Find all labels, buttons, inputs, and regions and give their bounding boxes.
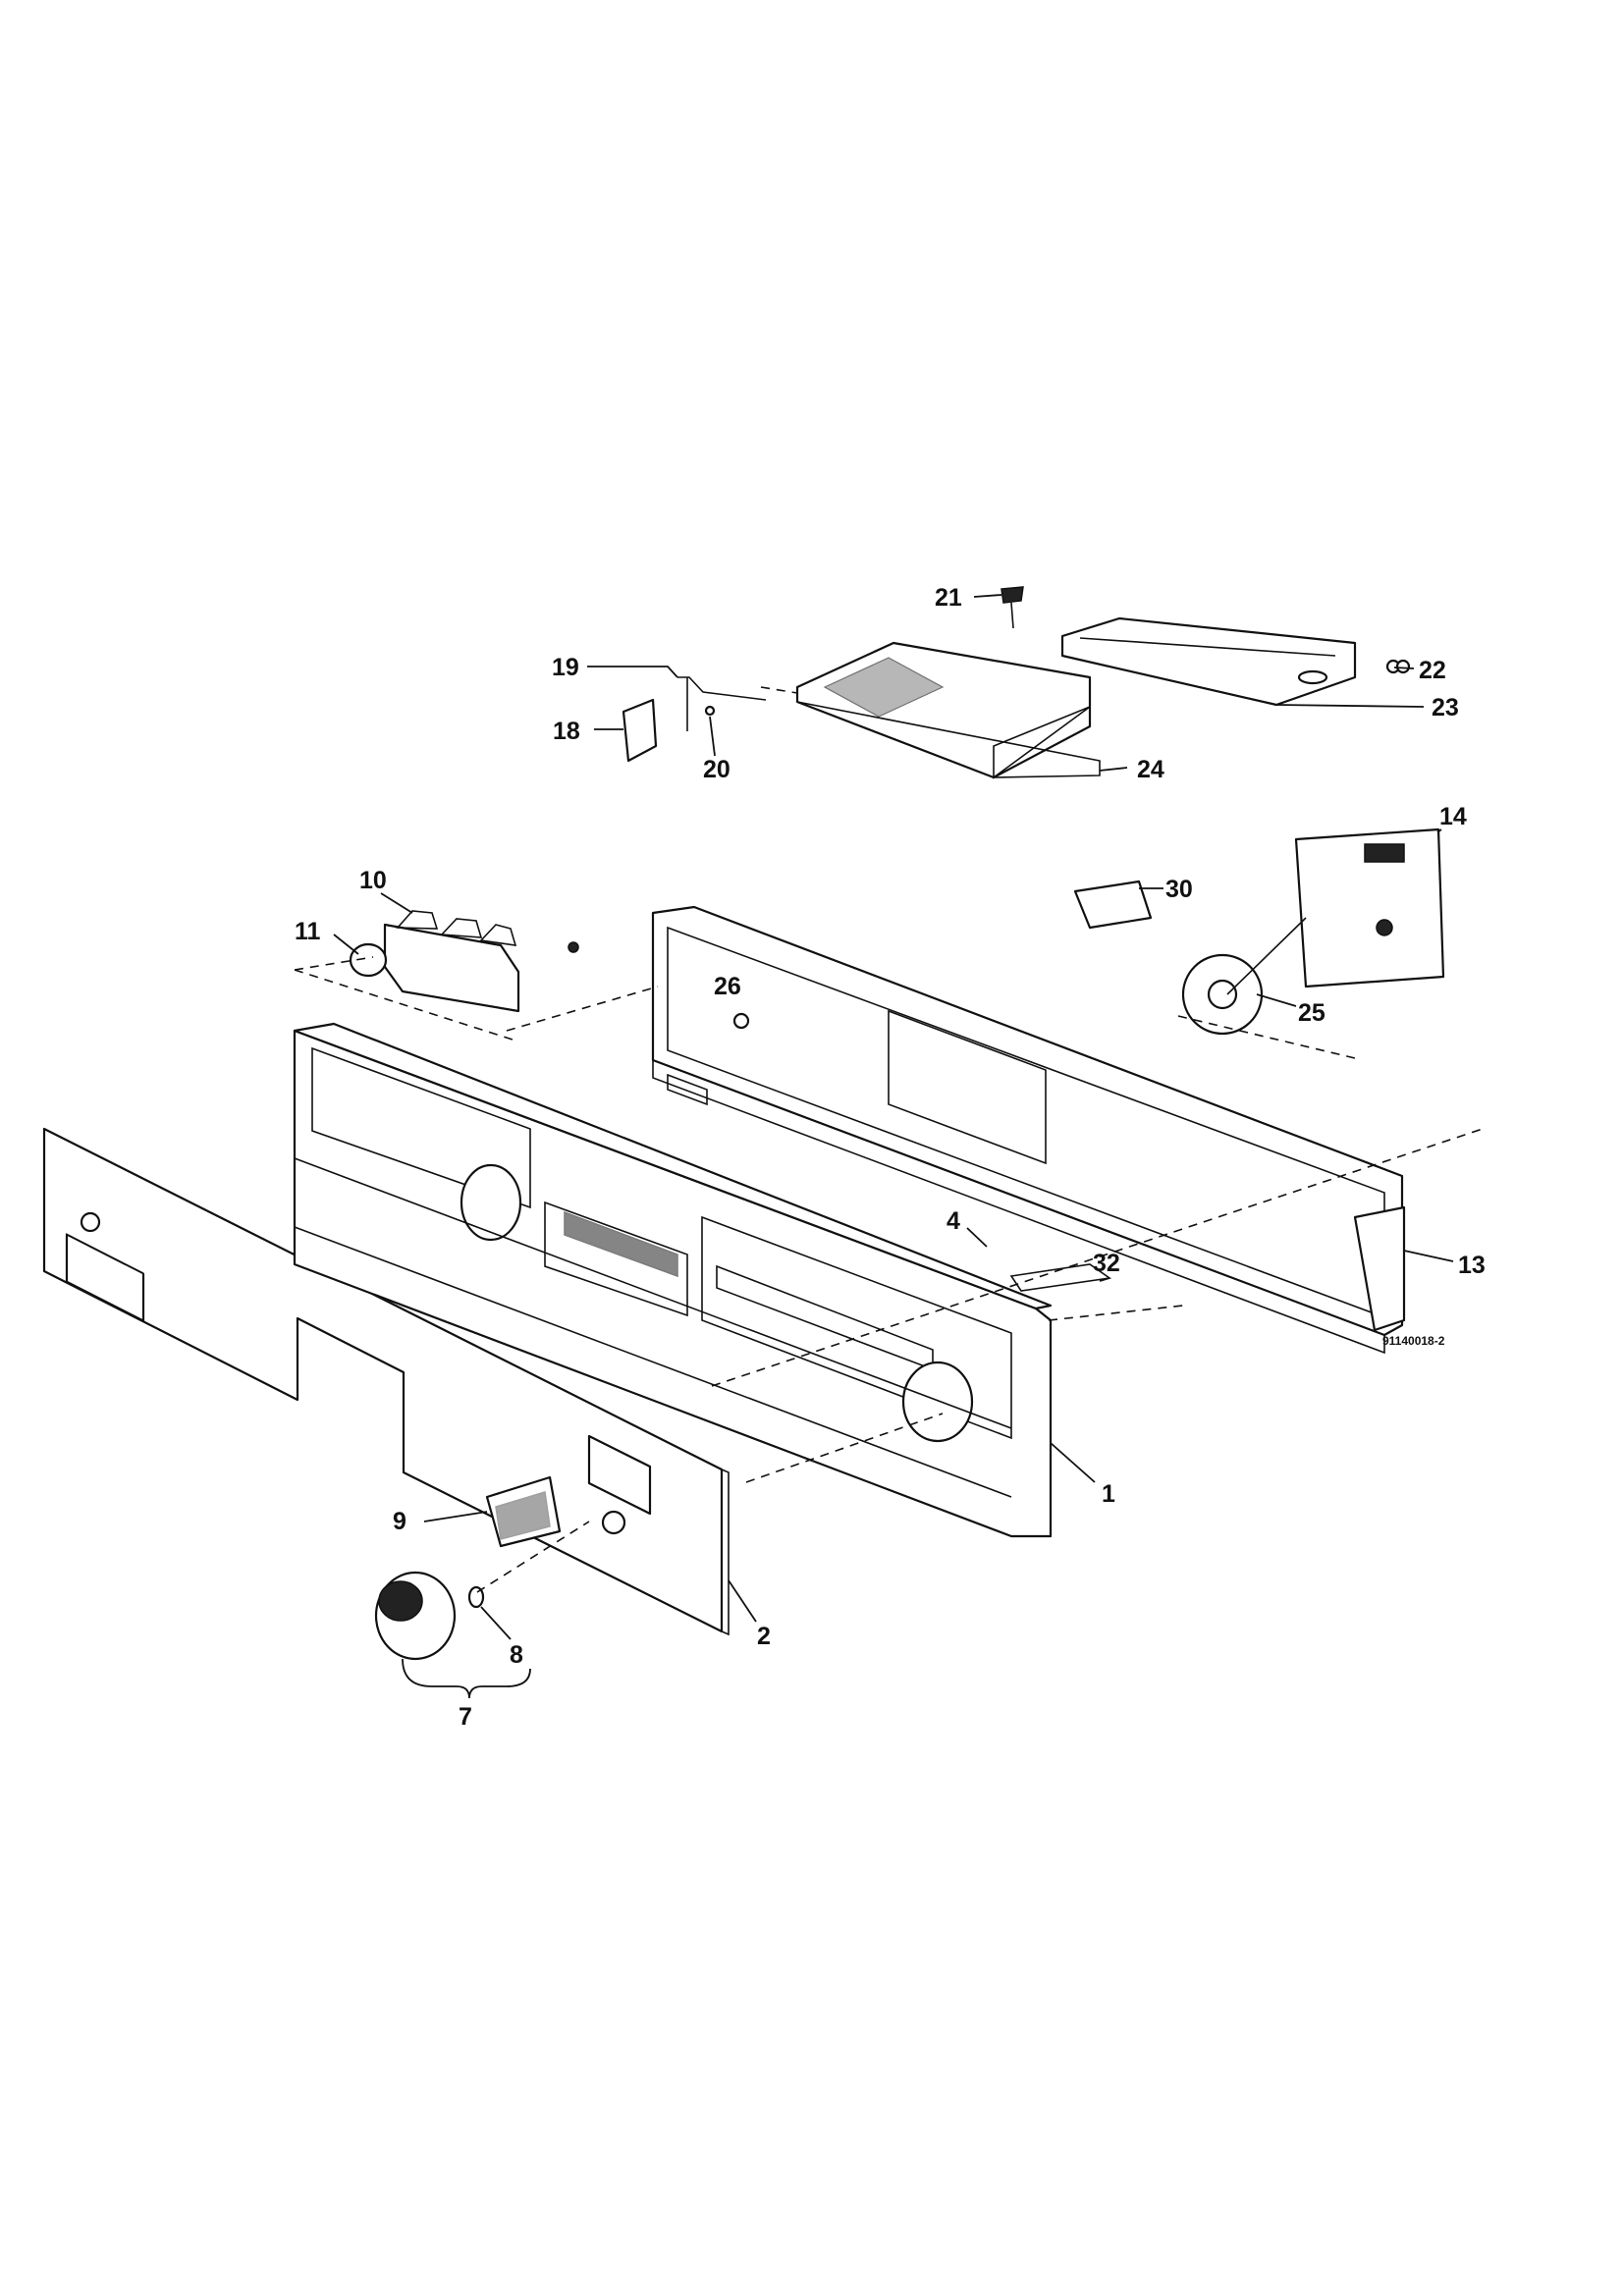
callout-1: 1	[1102, 1480, 1115, 1508]
callout-7: 7	[459, 1703, 472, 1731]
callout-30: 30	[1165, 876, 1193, 903]
callout-2: 2	[757, 1623, 771, 1650]
callout-13: 13	[1458, 1252, 1486, 1279]
callout-19: 19	[552, 654, 579, 681]
callout-11: 11	[295, 918, 321, 945]
drawing-number: 91140018-2	[1382, 1334, 1445, 1348]
callout-4: 4	[947, 1207, 960, 1235]
callout-21: 21	[935, 584, 962, 612]
small-parts	[374, 586, 1445, 1661]
upper-cover	[1060, 616, 1357, 707]
callout-26: 26	[714, 973, 741, 1000]
callout-8: 8	[510, 1641, 523, 1669]
top-housing	[795, 641, 1101, 779]
callout-10: 10	[359, 867, 387, 894]
leader-lines	[333, 594, 1454, 1699]
control-fascia	[293, 1022, 1053, 1538]
assembly-lines	[294, 686, 1484, 1593]
callout-25: 25	[1298, 999, 1325, 1027]
callout-14: 14	[1439, 803, 1467, 830]
switch-block	[349, 910, 579, 1013]
callout-22: 22	[1419, 657, 1446, 684]
callout-9: 9	[393, 1508, 406, 1535]
callout-20: 20	[703, 756, 730, 783]
inner-frame	[651, 905, 1406, 1355]
callout-23: 23	[1432, 694, 1459, 721]
callout-labels: 21 22 23 19 18 20 24 14 10 30 11 26 25 4…	[295, 584, 1486, 1731]
callout-24: 24	[1137, 756, 1164, 783]
callout-18: 18	[553, 718, 580, 745]
callout-32: 32	[1093, 1250, 1120, 1277]
